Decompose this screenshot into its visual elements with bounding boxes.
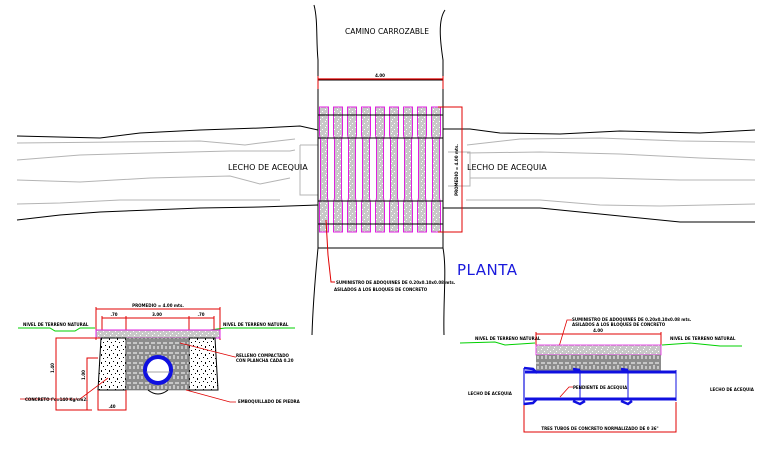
pipes-longitudinal — [523, 366, 677, 406]
side-dimension: PROMEDIO = 4.00 mts. — [438, 106, 463, 233]
ground-line-left — [18, 327, 95, 332]
masonry-deck-r — [536, 355, 661, 371]
longitudinal-section-right: NIVEL DE TERRENO NATURAL NIVEL DE TERREN… — [459, 317, 755, 433]
masonry-note: EMBOQUILLADO DE PIEDRA — [238, 399, 301, 404]
paver-row — [403, 106, 413, 233]
road-edge-left-lower — [311, 247, 319, 336]
road-label: CAMINO CARROZABLE — [345, 27, 429, 36]
paver-row — [361, 106, 371, 233]
canal-label-left-r: LECHO DE ACEQUIA — [468, 391, 513, 396]
canal-edge-bottom-left — [16, 204, 319, 221]
paver-note-line1: SUMINISTRO DE ADOQUINES DE 0.20x0.10x0.0… — [336, 280, 456, 285]
cross-section-left: NIVEL DE TERRENO NATURAL NIVEL DE TERREN… — [18, 303, 301, 411]
paver-note-line2: ASILADOS A LOS BLOQUES DE CONCRETO — [334, 287, 428, 292]
base-dim: .40 — [108, 404, 115, 409]
ground-label-right: NIVEL DE TERRENO NATURAL — [223, 322, 289, 327]
height-dim-inner: 1.00 — [81, 370, 86, 380]
paver-note-line2-r: ASILADOS A LOS BLOQUES DE CONCRETO — [572, 322, 666, 327]
pipe-note: TRES TUBOS DE CONCRETO NORMALIZADO DE 0 … — [541, 426, 658, 431]
canal-label-right-r: LECHO DE ACEQUIA — [710, 387, 755, 392]
ground-line-left-r — [459, 341, 536, 346]
water-flow-lines — [16, 137, 756, 207]
ground-label-left-r: NIVEL DE TERRENO NATURAL — [475, 336, 541, 341]
fill-note-line2: CON PLANCHA CADA 0.20 — [236, 358, 294, 363]
width-dim-label: 4.00 — [375, 73, 385, 78]
plan-view: 4.00 PROMEDIO = 4.00 mts. SUMINISTRO DE … — [16, 4, 756, 336]
paver-note-line1-r: SUMINISTRO DE ADOQUINES DE 0.20x0.10x0.0… — [572, 317, 692, 322]
bridge-outline — [317, 79, 444, 249]
side-dim-label: PROMEDIO = 4.00 mts. — [454, 144, 459, 196]
width-dim-r: 4.00 — [593, 328, 603, 333]
paving-band-r — [535, 344, 662, 356]
abutment-right — [188, 337, 219, 391]
paver-row — [347, 106, 357, 233]
pipe-section — [143, 355, 173, 385]
ground-label-left: NIVEL DE TERRENO NATURAL — [23, 322, 89, 327]
paver-row — [319, 106, 329, 233]
road-edge-left — [313, 4, 319, 80]
paver-row — [431, 106, 441, 233]
dim-left: .70 — [110, 312, 117, 317]
paver-row — [389, 106, 399, 233]
canal-label-right: LECHO DE ACEQUIA — [467, 163, 547, 172]
ground-line-right-r — [661, 342, 742, 347]
paver-row — [417, 106, 427, 233]
height-dim-outer: 1.40 — [50, 363, 55, 373]
canal-edge-top-right — [443, 128, 756, 135]
width-dimension: 4.00 — [317, 73, 444, 89]
road-edge-right — [439, 9, 446, 80]
slope-note: PENDIENTE DE ACEQUIA — [573, 385, 628, 390]
plan-title: PLANTA — [457, 261, 518, 279]
canal-label-left: LECHO DE ACEQUIA — [228, 163, 308, 172]
top-dim-label: PROMEDIO = 4.00 mts. — [132, 303, 184, 308]
fill-note-line1: RELLENO COMPACTADO — [236, 353, 290, 358]
dim-right: .70 — [197, 312, 204, 317]
road-edge-right-lower — [442, 247, 446, 336]
paver-row — [333, 106, 343, 233]
paver-rows — [318, 106, 443, 233]
paver-note-leader — [325, 219, 335, 283]
ground-label-right-r: NIVEL DE TERRENO NATURAL — [670, 336, 736, 341]
canal-edge-bottom-right — [443, 207, 755, 223]
dim-center: 3.00 — [152, 312, 162, 317]
ground-line-right — [209, 327, 295, 331]
canal-edge-top-left — [16, 125, 319, 139]
paver-row — [375, 106, 385, 233]
concrete-note: CONCRETO f'c=140 Kg/cm2. — [25, 397, 88, 402]
paving-band — [95, 329, 221, 339]
